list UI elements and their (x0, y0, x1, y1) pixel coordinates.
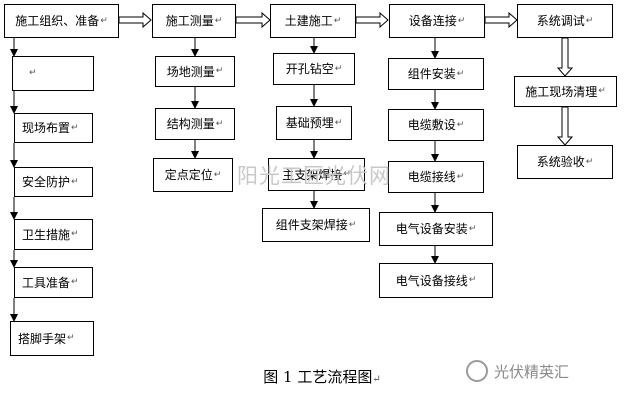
paragraph-mark: ↵ (29, 68, 37, 78)
step-label: 工具准备 (22, 275, 71, 290)
paragraph-mark: ↵ (585, 15, 594, 26)
equipment-step-cable-laying: 电缆敷设↵ (388, 109, 484, 141)
prep-step-site-layout: 现场布置↵ (14, 113, 93, 143)
stage-civil-works: 土建施工↵ (270, 4, 356, 38)
paragraph-mark: ↵ (585, 156, 594, 167)
paragraph-mark: ↵ (71, 176, 79, 187)
stage-arrow-4 (484, 11, 518, 29)
down-arrow-1 (556, 37, 574, 77)
civil-step-drilling: 开孔钻空↵ (273, 53, 355, 85)
prep-step-sanitation: 卫生措施↵ (14, 219, 93, 250)
paragraph-mark: ↵ (457, 15, 466, 26)
down-arrow-2 (556, 106, 574, 146)
step-label: 施工现场清理 (525, 84, 598, 99)
paragraph-mark: ↵ (100, 15, 108, 26)
stage-equipment-connection: 设备连接↵ (389, 4, 485, 38)
equipment-step-electrical-wiring: 电气设备接线↵ (379, 263, 493, 298)
step-label: 电缆敷设 (407, 118, 456, 132)
step-label: 卫生措施 (22, 227, 71, 242)
prep-step-tools: 工具准备↵ (14, 267, 93, 298)
paragraph-mark: ↵ (71, 229, 79, 239)
stage-arrow-3 (355, 11, 389, 29)
paragraph-mark: ↵ (334, 117, 343, 128)
paragraph-mark: ↵ (598, 86, 606, 96)
paragraph-mark: ↵ (215, 118, 224, 129)
step-label: 基础预埋 (285, 116, 334, 130)
paragraph-mark: ↵ (214, 15, 223, 26)
prep-step-safety: 安全防护↵ (14, 167, 93, 197)
figure-caption: 图 1 工艺流程图↵ (0, 366, 644, 387)
step-label: 组件安装 (407, 67, 456, 81)
step-label: 开孔钻空 (285, 62, 334, 76)
stage-arrow-1 (118, 11, 152, 29)
paragraph-mark: ↵ (213, 169, 222, 180)
stage-preparation: 施工组织、准备↵ (4, 4, 119, 38)
watermark: 阳光工匠光伏网 (237, 164, 391, 188)
paragraph-mark: ↵ (334, 63, 343, 74)
logo-icon (466, 360, 488, 382)
civil-step-main-bracket: 主支架焊接↵ (268, 158, 365, 191)
step-label: 电气设备接线 (395, 273, 468, 288)
survey-step-structure: 结构测量↵ (155, 108, 235, 140)
equipment-step-electrical-install: 电气设备安装↵ (379, 212, 493, 246)
paragraph-mark: ↵ (215, 66, 224, 76)
step-label: 结构测量 (166, 117, 215, 131)
stage-label: 系统调试 (536, 14, 585, 28)
step-label: 主支架焊接 (282, 167, 343, 182)
paragraph-mark: ↵ (67, 333, 75, 343)
paragraph-mark: ↵ (456, 68, 465, 79)
equipment-step-module-install: 组件安装↵ (388, 58, 484, 90)
step-label: 电气设备安装 (395, 222, 468, 236)
paragraph-mark: ↵ (348, 219, 357, 230)
paragraph-mark: ↵ (372, 374, 381, 385)
equipment-step-cable-wiring: 电缆接线↵ (388, 161, 484, 193)
commissioning-step-site-cleanup: 施工现场清理↵ (514, 76, 617, 107)
stage-label: 土建施工 (284, 14, 333, 28)
step-label: 安全防护 (22, 175, 71, 189)
paragraph-mark: ↵ (343, 169, 351, 179)
paragraph-mark: ↵ (468, 223, 477, 234)
prep-step-empty: ↵ (12, 56, 94, 91)
step-label: 系统验收 (536, 155, 585, 169)
stage-label: 施工测量 (165, 14, 214, 28)
stage-label: 设备连接 (408, 14, 457, 28)
step-label: 电缆接线 (407, 170, 456, 184)
paragraph-mark: ↵ (71, 122, 79, 133)
stage-label: 施工组织、准备 (15, 14, 100, 28)
step-label: 现场布置 (22, 121, 71, 135)
prep-step-scaffolding: 搭脚手架↵ (10, 321, 94, 356)
step-label: 搭脚手架 (18, 331, 67, 346)
paragraph-mark: ↵ (333, 15, 342, 26)
logo-text: 光伏精英汇 (494, 362, 570, 381)
survey-step-positioning: 定点定位↵ (153, 158, 233, 192)
step-label: 定点定位 (164, 168, 213, 182)
source-logo: 光伏精英汇 (466, 360, 569, 382)
step-label: 组件支架焊接 (275, 218, 348, 232)
stage-survey: 施工测量↵ (152, 4, 236, 38)
paragraph-mark: ↵ (456, 119, 465, 130)
step-label: 场地测量 (166, 64, 215, 79)
stage-arrow-2 (235, 11, 271, 29)
civil-step-foundation: 基础预埋↵ (276, 106, 352, 140)
civil-step-module-bracket: 组件支架焊接↵ (262, 208, 370, 242)
stage-commissioning: 系统调试↵ (517, 4, 613, 38)
commissioning-step-acceptance: 系统验收↵ (517, 145, 613, 179)
caption-text: 图 1 工艺流程图 (263, 368, 373, 386)
paragraph-mark: ↵ (71, 277, 79, 287)
paragraph-mark: ↵ (456, 171, 465, 182)
survey-step-site: 场地测量↵ (155, 56, 235, 87)
paragraph-mark: ↵ (468, 275, 477, 285)
